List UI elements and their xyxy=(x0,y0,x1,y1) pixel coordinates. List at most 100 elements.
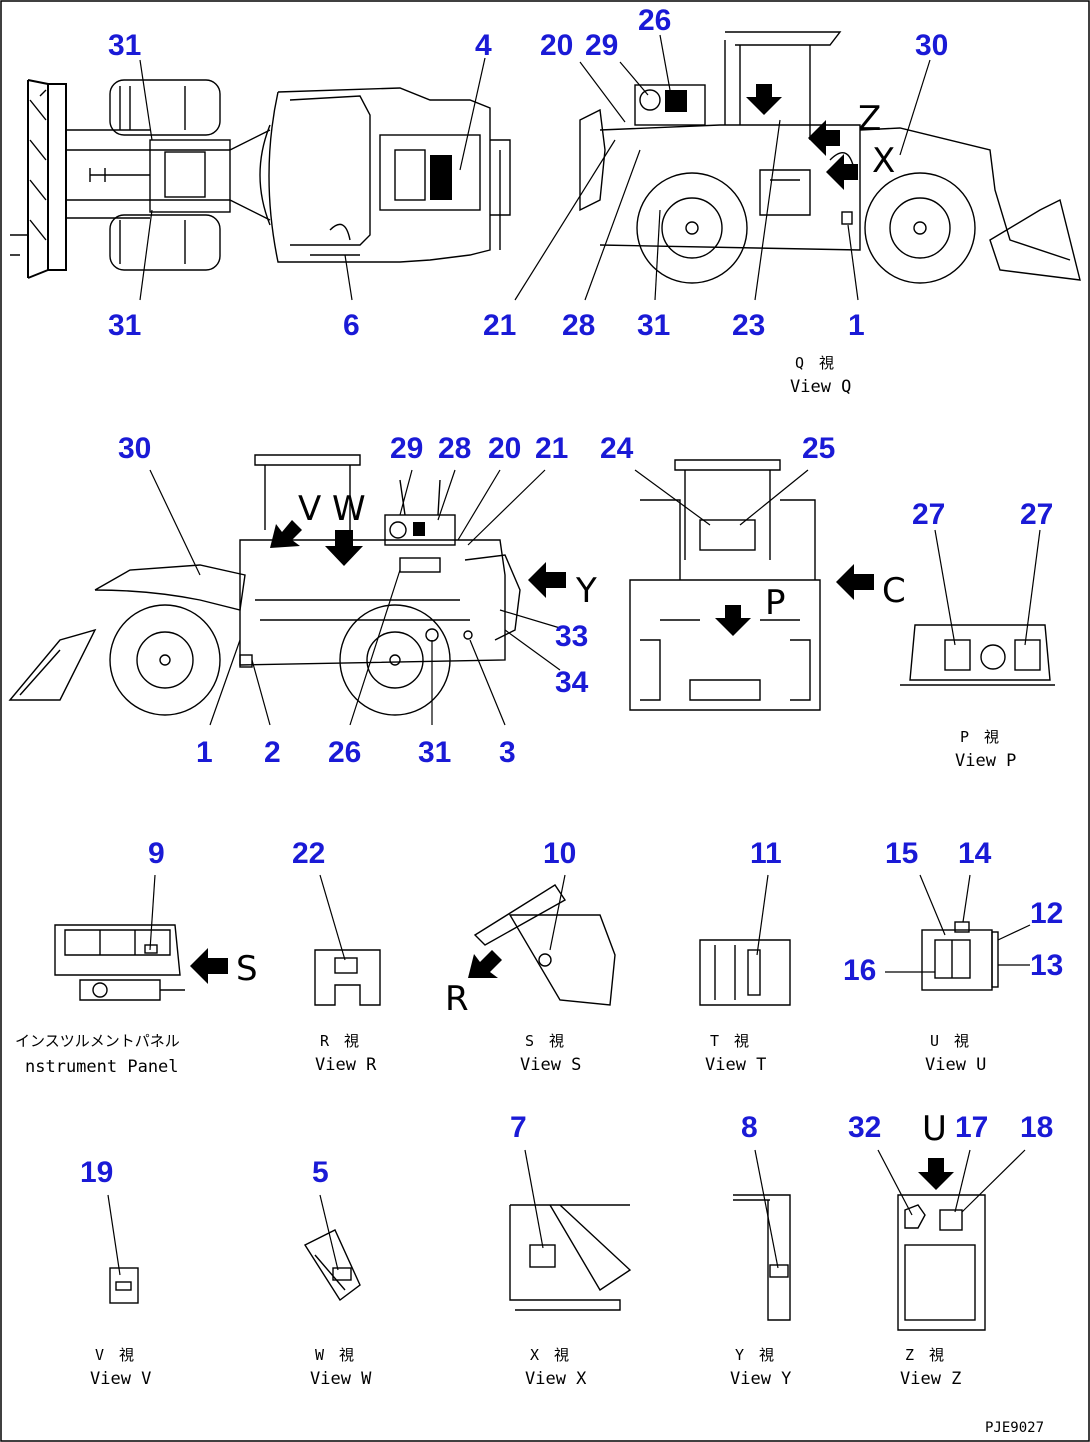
view-u-drawing xyxy=(921,921,999,991)
callout-number: 27 xyxy=(912,498,945,531)
leader-5 xyxy=(319,1194,339,1271)
view-letter-r: R xyxy=(445,979,469,1019)
callouts-row3: 9 22 10 11 15 14 12 13 16 xyxy=(148,837,1063,987)
callout-number: 31 xyxy=(418,736,451,769)
drawing-code: PJE9027 xyxy=(985,1420,1044,1436)
callout-number: 14 xyxy=(958,837,992,870)
callout-number: 15 xyxy=(885,837,918,870)
caption-s-jp: S 視 xyxy=(525,1032,564,1050)
callout-number: 10 xyxy=(543,837,576,870)
callout-number: 30 xyxy=(118,432,151,465)
plan-view-drawing xyxy=(10,79,511,279)
callout-number: 2 xyxy=(264,736,281,769)
view-letter-u: U xyxy=(922,1109,947,1149)
callout-number: 7 xyxy=(510,1111,527,1144)
view-v-drawing xyxy=(109,1267,139,1304)
view-letter-c: C xyxy=(882,571,906,611)
callouts-top-plan: 31 4 31 6 xyxy=(108,29,492,342)
caption-x-en: View X xyxy=(525,1369,587,1389)
view-q-leaders xyxy=(514,34,931,301)
callout-number: 29 xyxy=(390,432,423,465)
view-s-drawing xyxy=(468,884,616,1006)
callout-number: 21 xyxy=(535,432,568,465)
caption-w-en: View W xyxy=(310,1369,372,1389)
callouts-side: 30 29 28 20 21 33 34 1 2 26 31 3 xyxy=(118,432,589,769)
caption-t-jp: T 視 xyxy=(710,1032,749,1050)
callout-number: 31 xyxy=(108,29,141,62)
callout-number: 5 xyxy=(312,1156,329,1189)
callout-number: 31 xyxy=(637,309,670,342)
view-z-leaders xyxy=(877,1149,1026,1216)
callout-number: 17 xyxy=(955,1111,988,1144)
callout-number: 20 xyxy=(540,29,573,62)
callout-number: 34 xyxy=(555,666,589,699)
view-p-leaders xyxy=(934,529,1041,646)
caption-v-jp: V 視 xyxy=(95,1346,134,1364)
caption-r-jp: R 視 xyxy=(320,1032,359,1050)
caption-t-en: View T xyxy=(705,1055,766,1075)
callout-number: 28 xyxy=(562,309,595,342)
callout-number: 4 xyxy=(475,29,492,62)
view-letter-v: V xyxy=(298,489,321,529)
caption-x-jp: X 視 xyxy=(530,1346,569,1364)
callout-number: 22 xyxy=(292,837,325,870)
view-q-drawing xyxy=(579,31,1081,284)
caption-r-en: View R xyxy=(315,1055,377,1075)
caption-z-jp: Z 視 xyxy=(905,1346,944,1364)
callout-number: 1 xyxy=(848,309,865,342)
front-view-leaders xyxy=(634,469,809,526)
callouts-view-p: 27 27 xyxy=(912,498,1053,531)
caption-u-en: View U xyxy=(925,1055,986,1075)
leader-11 xyxy=(756,874,769,956)
view-letter-y: Y xyxy=(575,571,597,611)
leader-7 xyxy=(524,1149,544,1249)
caption-v-en: View V xyxy=(90,1369,151,1389)
callout-number: 12 xyxy=(1030,897,1063,930)
view-t-drawing xyxy=(699,939,791,1006)
callout-number: 21 xyxy=(483,309,516,342)
callout-number: 33 xyxy=(555,620,588,653)
callout-number: 9 xyxy=(148,837,165,870)
caption-panel-en: nstrument Panel xyxy=(25,1057,179,1077)
callout-number: 25 xyxy=(802,432,835,465)
callout-number: 6 xyxy=(343,309,360,342)
callout-number: 20 xyxy=(488,432,521,465)
callout-number: 16 xyxy=(843,954,876,987)
callout-number: 19 xyxy=(80,1156,113,1189)
leader-9 xyxy=(149,874,156,951)
view-z-drawing xyxy=(897,1158,986,1331)
callout-number: 26 xyxy=(328,736,361,769)
caption-z-en: View Z xyxy=(900,1369,961,1389)
view-letter-p: P xyxy=(765,583,786,623)
callouts-front: 24 25 xyxy=(600,432,835,465)
callout-number: 11 xyxy=(750,837,782,870)
front-view-arrows xyxy=(715,564,874,636)
callout-number: 3 xyxy=(499,736,516,769)
side-view-drawing xyxy=(8,454,521,716)
callout-number: 32 xyxy=(848,1111,881,1144)
callout-number: 28 xyxy=(438,432,471,465)
view-w-drawing xyxy=(303,1229,361,1302)
callout-number: 18 xyxy=(1020,1111,1053,1144)
callout-number: 13 xyxy=(1030,949,1063,982)
caption-y-en: View Y xyxy=(730,1369,791,1389)
leader-8 xyxy=(754,1149,779,1269)
callout-number: 24 xyxy=(600,432,634,465)
callout-number: 31 xyxy=(108,309,141,342)
leader-10 xyxy=(549,874,566,951)
callout-number: 30 xyxy=(915,29,948,62)
view-letter-x: X xyxy=(872,141,895,181)
callout-number: 29 xyxy=(585,29,618,62)
view-letter-w: W xyxy=(332,489,366,529)
side-view-arrows xyxy=(270,520,566,598)
caption-w-jp: W 視 xyxy=(315,1346,354,1364)
front-view-drawing xyxy=(629,459,821,711)
side-view-leaders xyxy=(149,469,561,726)
plan-view-leaders xyxy=(139,57,486,301)
caption-u-jp: U 視 xyxy=(930,1032,969,1050)
callout-number: 26 xyxy=(638,4,671,37)
view-y-drawing xyxy=(733,1194,791,1321)
caption-panel-jp: インスツルメントパネル xyxy=(15,1032,180,1050)
callout-number: 1 xyxy=(196,736,213,769)
